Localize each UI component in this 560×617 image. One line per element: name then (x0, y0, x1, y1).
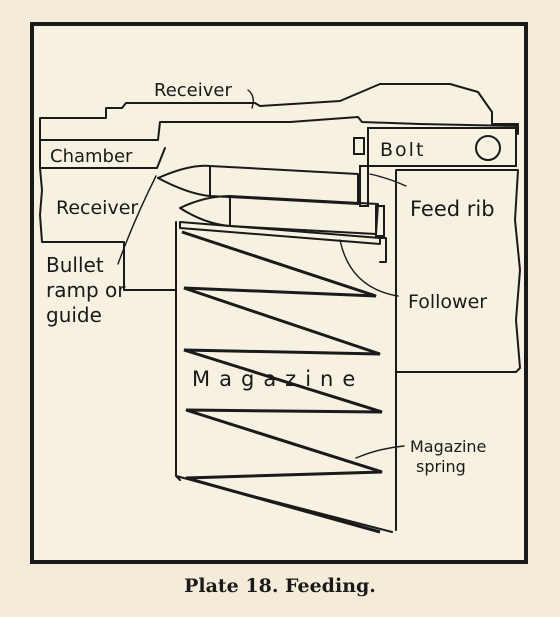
label-magazine-spring-line2: spring (416, 457, 466, 476)
label-bullet-line3: guide (46, 303, 102, 327)
label-bullet-line1: Bullet (46, 253, 104, 277)
label-feed-rib: Feed rib (410, 197, 495, 221)
receiver-top-leader (247, 89, 255, 109)
label-receiver-left: Receiver (56, 197, 138, 219)
top-cartridge (157, 164, 359, 205)
feed-rib-leader (369, 173, 407, 187)
feed-rib-part (359, 165, 369, 207)
receiver-right-outline (395, 169, 521, 531)
label-follower: Follower (408, 291, 487, 313)
label-magazine-spring-line1: Magazine (410, 437, 486, 456)
follower-part (179, 221, 387, 263)
receiver-upper-outline (39, 83, 519, 141)
label-magazine: Magazine (192, 367, 364, 391)
follower-leader (339, 239, 399, 297)
magazine-body-outline (175, 221, 393, 533)
cartridge-rim (375, 205, 385, 237)
label-bolt: Bolt (380, 139, 425, 161)
bolt-lug (353, 137, 365, 155)
magazine-spring (181, 230, 383, 534)
label-receiver-top: Receiver (154, 80, 232, 101)
bolt-pin-icon (475, 135, 501, 161)
bolt-outline (367, 127, 517, 167)
label-chamber: Chamber (50, 146, 133, 167)
bullet-ramp-leader (117, 175, 157, 265)
magazine-spring-leader (355, 445, 405, 459)
chamber-outline (39, 139, 177, 291)
figure-caption: Plate 18. Feeding. (184, 575, 376, 597)
label-bullet-line2: ramp or (46, 278, 126, 302)
